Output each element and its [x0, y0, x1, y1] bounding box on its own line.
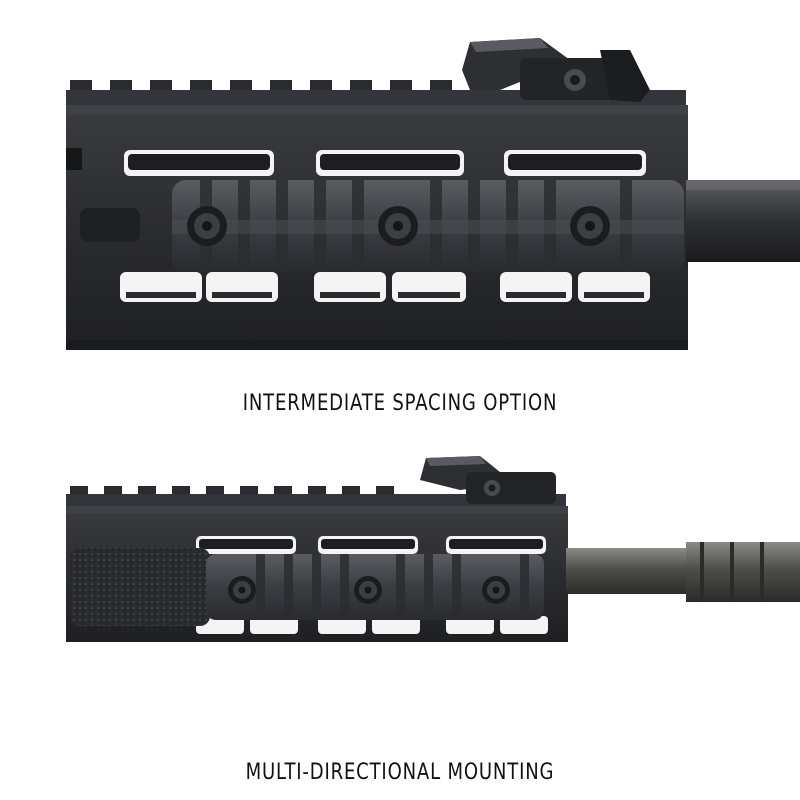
photo-multi-directional	[66, 456, 800, 642]
rail-section	[172, 180, 684, 272]
textured-panel	[70, 548, 210, 626]
barrel-bottom	[566, 542, 800, 602]
photo-intermediate-spacing	[66, 38, 800, 350]
caption-intermediate-spacing: INTERMEDIATE SPACING OPTION	[242, 391, 558, 416]
mounting-screws-bottom	[228, 576, 510, 604]
lower-mlok-slots	[120, 272, 650, 302]
rail-section-bottom	[206, 554, 544, 620]
lower-slots-bottom	[196, 616, 548, 634]
folding-sight	[462, 38, 650, 102]
folding-sight-bottom	[420, 456, 556, 504]
mounting-screws	[187, 206, 610, 246]
caption-multi-directional: MULTI-DIRECTIONAL MOUNTING	[245, 760, 555, 785]
barrel	[686, 180, 800, 262]
